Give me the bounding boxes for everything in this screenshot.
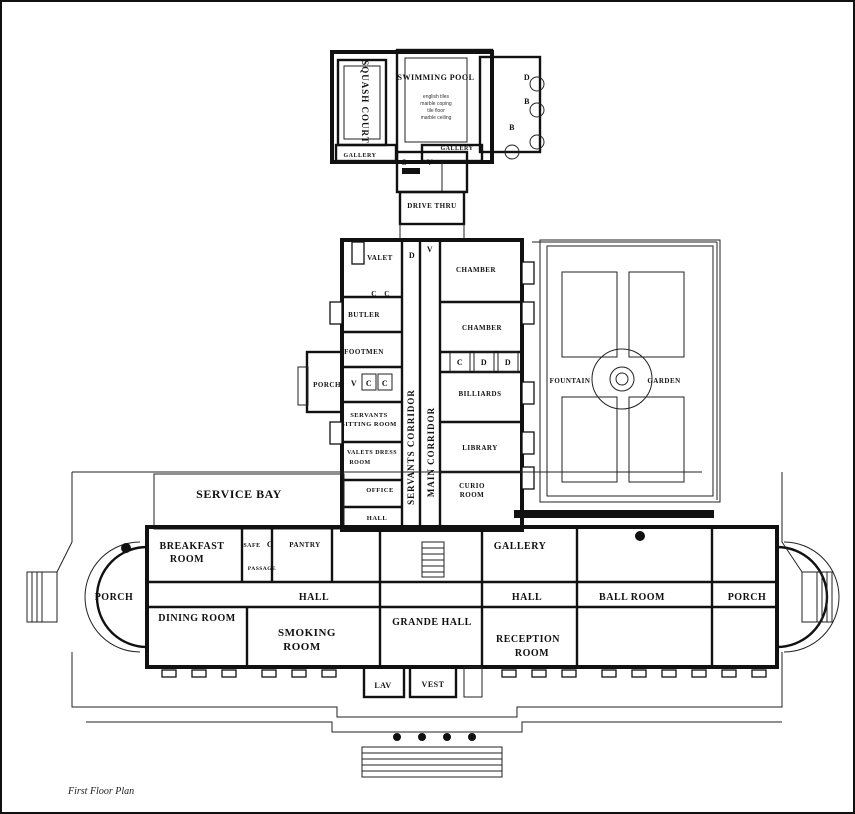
closet-letters: C V D B B D C C V C C C D D V C xyxy=(267,73,530,549)
servants-sitting-2-label: SITTING ROOM xyxy=(341,421,397,428)
porch-service-label: PORCH xyxy=(313,381,341,389)
service-bay-label: SERVICE BAY xyxy=(196,487,282,501)
gallery-a-label: GALLERY xyxy=(344,153,377,159)
chamber-1-label: CHAMBER xyxy=(456,266,497,274)
billiards-label: BILLIARDS xyxy=(458,390,501,398)
closet-letter: V xyxy=(351,379,357,388)
ball-room-label: BALL ROOM xyxy=(599,592,665,603)
closet-letter: V xyxy=(427,245,433,254)
closet-letter: C xyxy=(382,379,388,388)
gallery-main-label: GALLERY xyxy=(494,541,547,552)
drive-thru-label: DRIVE THRU xyxy=(407,202,456,210)
formal-garden xyxy=(514,239,721,518)
office-label: OFFICE xyxy=(366,487,394,494)
breakfast-1-label: BREAKFAST xyxy=(160,541,225,552)
footmen-label: FOOTMEN xyxy=(344,348,384,356)
porch-west-label: PORCH xyxy=(95,592,134,603)
dining-room-label: DINING ROOM xyxy=(158,613,236,624)
closet-letter: B xyxy=(524,97,530,106)
reception-2-label: ROOM xyxy=(515,648,549,659)
plan-caption: First Floor Plan xyxy=(67,786,134,797)
squash-court-label: SQUASH COURT xyxy=(360,60,370,143)
hall-small-label: HALL xyxy=(367,515,388,522)
closet-letter: V xyxy=(427,158,433,167)
gallery-b-label: GALLERY xyxy=(441,146,474,152)
curio-1-label: CURIO xyxy=(459,482,485,490)
closet-letter: C xyxy=(401,158,407,167)
valet-label: VALET xyxy=(367,254,393,262)
reception-1-label: RECEPTION xyxy=(496,634,560,645)
pool-note-2: marble coping xyxy=(420,101,452,107)
closet-letter: D xyxy=(409,251,415,260)
valets-dress-1-label: VALETS DRESS xyxy=(347,450,397,456)
closet-letter: D xyxy=(505,358,511,367)
breakfast-2-label: ROOM xyxy=(170,554,204,565)
pool-note-3: tile floor xyxy=(427,108,445,114)
safe-label: SAFE xyxy=(243,543,260,549)
closet-letter: C xyxy=(267,540,273,549)
curio-2-label: ROOM xyxy=(460,491,485,499)
drive-thru xyxy=(398,190,466,242)
main-block xyxy=(26,471,840,778)
smoking-2-label: ROOM xyxy=(283,641,321,653)
fountain-label: FOUNTAIN xyxy=(550,377,591,385)
servants-sitting-1-label: SERVANTS xyxy=(350,412,388,419)
vest-label: VEST xyxy=(422,680,445,689)
swimming-pool-label: SWIMMING POOL xyxy=(398,73,475,82)
hall-east-label: HALL xyxy=(512,592,542,603)
closet-letter: C xyxy=(457,358,463,367)
passage-label: PASSAGE xyxy=(248,566,276,572)
pool-note-1: english tiles xyxy=(423,94,450,100)
smoking-1-label: SMOKING xyxy=(278,627,336,639)
recreation-wing xyxy=(330,48,545,194)
room-labels: SQUASH COURT SWIMMING POOL english tiles… xyxy=(95,60,767,690)
pantry-label: PANTRY xyxy=(289,541,320,549)
servants-corridor-label: SERVANTS CORRIDOR xyxy=(406,389,416,505)
hall-west-label: HALL xyxy=(299,592,329,603)
garden-label: GARDEN xyxy=(647,377,680,385)
closet-letter: D xyxy=(481,358,487,367)
valets-dress-2-label: ROOM xyxy=(349,460,370,466)
closet-letter: C xyxy=(366,379,372,388)
pool-note-4: marble ceiling xyxy=(421,115,452,121)
chamber-2-label: CHAMBER xyxy=(462,324,503,332)
closet-letter: C xyxy=(384,290,390,298)
lav-label: LAV xyxy=(374,681,391,690)
grande-hall-label: GRANDE HALL xyxy=(392,617,472,628)
closet-letter: B xyxy=(509,123,515,132)
butler-label: BUTLER xyxy=(348,311,380,319)
porch-east-label: PORCH xyxy=(728,592,767,603)
main-corridor-label: MAIN CORRIDOR xyxy=(426,407,436,497)
library-label: LIBRARY xyxy=(462,444,498,452)
closet-letter: C xyxy=(371,290,377,298)
closet-letter: D xyxy=(524,73,530,82)
